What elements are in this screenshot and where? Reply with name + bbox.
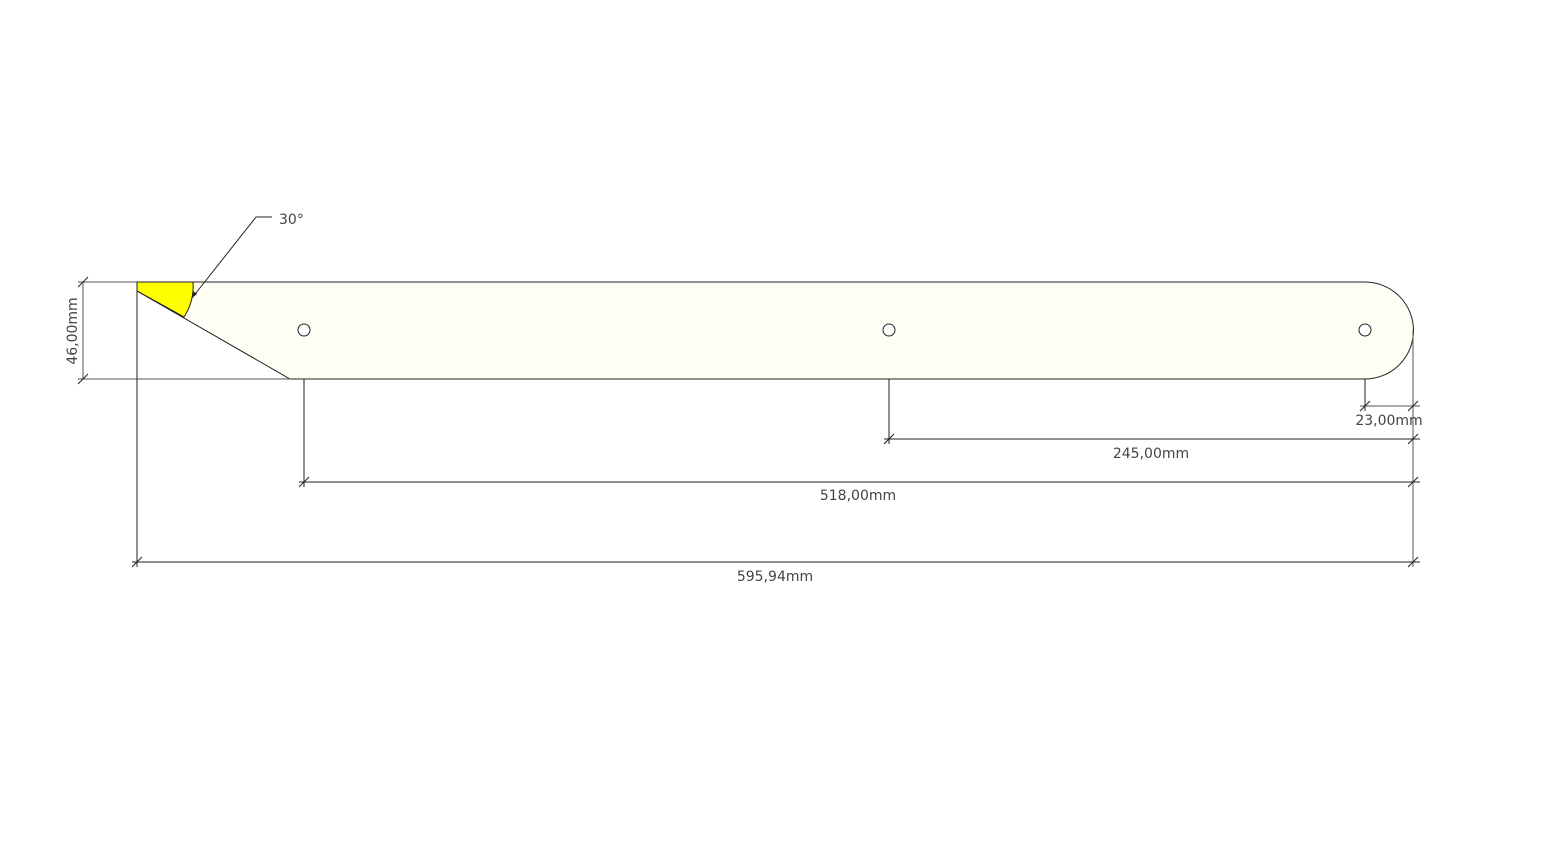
angle-leader xyxy=(191,216,272,299)
dimension-overall-label: 595,94mm xyxy=(737,569,813,585)
dimension-518-label: 518,00mm xyxy=(820,488,896,504)
part-outline xyxy=(136,281,1414,380)
angle-marker xyxy=(136,281,194,318)
dimension-518 xyxy=(298,476,1420,488)
leader-arrow-icon xyxy=(192,291,197,298)
dimension-245-label: 245,00mm xyxy=(1113,446,1189,462)
extension-lines xyxy=(78,281,1414,567)
dimension-245 xyxy=(883,433,1420,445)
hole-right xyxy=(1358,323,1372,337)
hole-middle xyxy=(882,323,896,337)
dimension-height xyxy=(77,276,89,385)
dimension-overall xyxy=(131,556,1420,568)
dimension-23 xyxy=(1359,400,1420,412)
hole-left xyxy=(297,323,311,337)
dimension-23-label: 23,00mm xyxy=(1355,413,1422,429)
dimension-height-label: 46,00mm xyxy=(65,297,81,364)
angle-label: 30° xyxy=(279,212,304,228)
